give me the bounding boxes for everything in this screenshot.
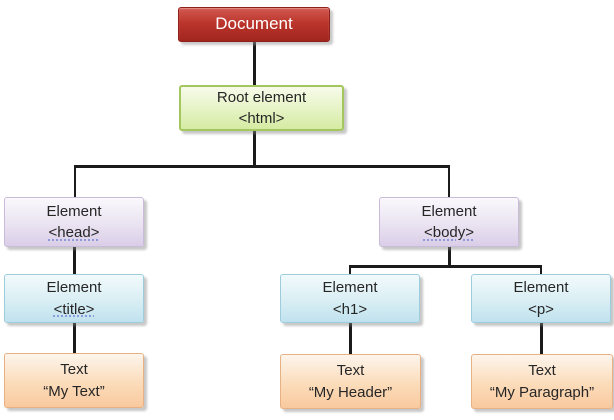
node-tag: <html>	[238, 110, 285, 127]
connector-drop-body	[448, 165, 450, 197]
connector-body-trunk	[448, 247, 451, 265]
node-tag: <body>	[423, 224, 475, 241]
node-label: Element	[513, 279, 569, 297]
connector-p-text	[540, 323, 543, 354]
node-label: Element	[46, 279, 102, 297]
connector-document-html	[253, 42, 256, 85]
node-value: “My Paragraph”	[489, 383, 595, 401]
node-document-label: Document	[215, 14, 293, 34]
node-element-title: Element <title>	[4, 274, 144, 323]
node-label: Text	[60, 361, 88, 379]
node-root-element-html: Root element <html>	[179, 85, 344, 131]
node-tag: <head>	[48, 224, 100, 241]
node-value: “My Text”	[43, 382, 105, 400]
node-label: Element	[322, 279, 378, 297]
node-element-head: Element <head>	[4, 197, 144, 247]
node-element-p: Element <p>	[471, 274, 611, 323]
node-text-my-text: Text “My Text”	[4, 353, 144, 408]
node-document: Document	[178, 7, 330, 42]
connector-h1-text	[349, 323, 352, 354]
node-label: Element	[46, 202, 102, 220]
node-text-my-header: Text “My Header”	[280, 354, 421, 409]
node-element-h1: Element <h1>	[280, 274, 420, 323]
node-tag: <h1>	[332, 300, 368, 318]
node-element-body: Element <body>	[379, 197, 519, 247]
node-label: Element	[421, 202, 477, 220]
node-text-my-paragraph: Text “My Paragraph”	[471, 354, 613, 409]
node-tag: <title>	[53, 300, 95, 318]
connector-drop-p	[540, 265, 542, 274]
connector-drop-h1	[349, 265, 351, 274]
node-value: “My Header”	[308, 383, 393, 401]
connector-body-split	[349, 265, 542, 268]
node-label: Root element	[216, 88, 307, 106]
node-tag: <p>	[528, 300, 554, 318]
connector-head-title	[73, 247, 76, 274]
connector-html-trunk	[253, 131, 256, 165]
connector-html-split	[74, 165, 450, 168]
connector-title-text	[73, 323, 76, 353]
node-label: Text	[336, 362, 365, 380]
connector-drop-head	[74, 165, 76, 197]
node-label: Text	[528, 362, 556, 380]
